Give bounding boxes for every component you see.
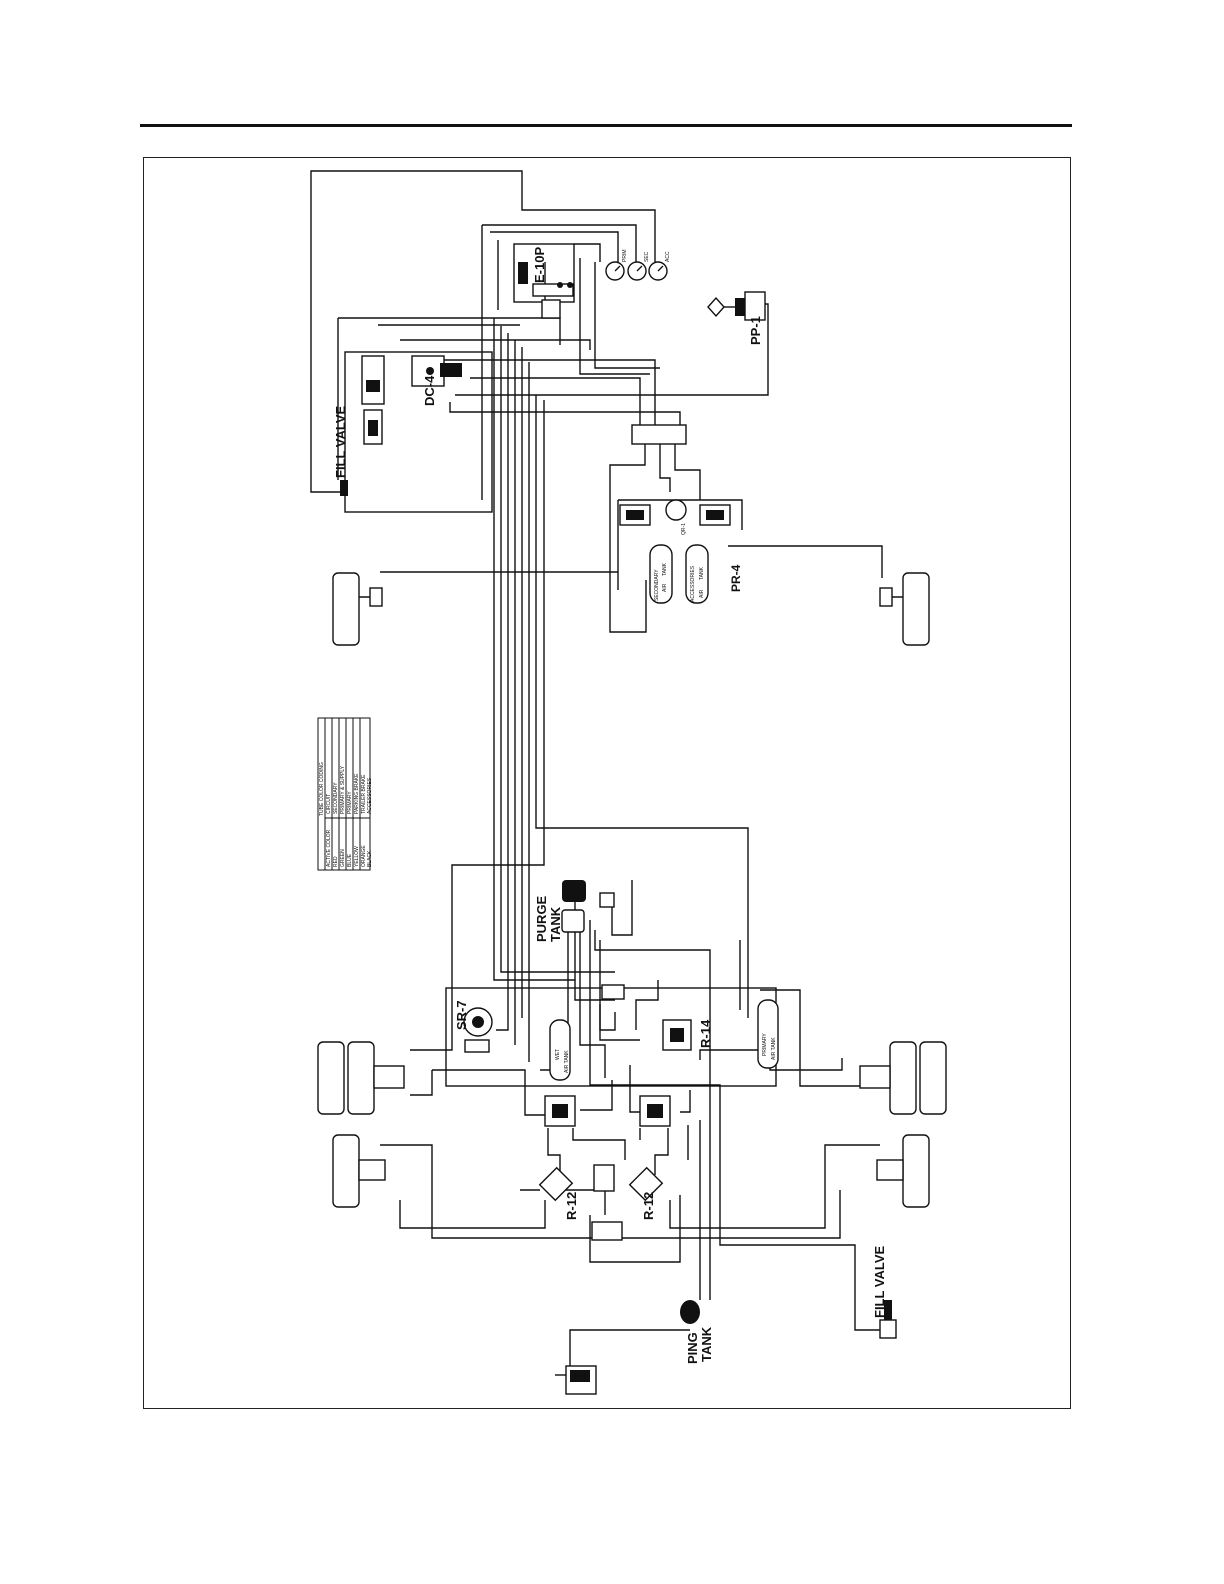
rear-left-outer-wheel xyxy=(317,1041,345,1115)
secondary-tank-label-2: AIR xyxy=(662,583,668,592)
pp1-label: PP-1 xyxy=(748,316,763,345)
diagram-frame xyxy=(143,157,1071,1409)
top-rule xyxy=(140,124,1072,127)
legend-row-3-circuit: PRIMARY xyxy=(347,791,353,814)
e10p-valve xyxy=(518,262,574,319)
accessories-tank-label-1: ACCESSORIES xyxy=(690,565,696,602)
e10p-label: E-10P xyxy=(532,247,547,283)
air-compressor xyxy=(555,1365,597,1395)
sr7-label: SR-7 xyxy=(454,1000,469,1030)
primary-tank-label-2: AIR TANK xyxy=(771,1037,777,1060)
wet-tank-label-2: AIR TANK xyxy=(564,1050,570,1073)
tube-color-legend: TUBE COLOR CODING ACTIVE COLOR CIRCUIT R… xyxy=(317,717,373,871)
legend-row-3-color: BLUE xyxy=(347,853,353,867)
legend-header-color: ACTIVE COLOR xyxy=(326,829,332,867)
wet-air-tank xyxy=(549,1019,571,1081)
wheels xyxy=(317,572,947,1208)
legend-row-4-color: YELLOW xyxy=(354,846,360,867)
accessories-tank-label-3: TANK xyxy=(699,566,705,580)
legend-row-6-circuit: ACCESSORIES xyxy=(367,777,373,814)
legend-row-2-color: GREEN xyxy=(340,849,346,867)
legend-row-6-color: BLACK xyxy=(367,850,373,867)
legend-header-circuit: CIRCUIT xyxy=(326,794,332,814)
secondary-air-tank xyxy=(649,544,673,604)
legend-row-1-color: RED xyxy=(333,856,339,867)
r12-right-label: R-12 xyxy=(641,1192,656,1220)
purge-tank xyxy=(561,880,615,933)
ping-tank xyxy=(680,1300,700,1324)
r14-label: R-14 xyxy=(698,1019,713,1048)
legend-row-5-color: ORANGE xyxy=(361,845,367,867)
tag-left-wheel xyxy=(332,1134,360,1208)
front-left-wheel xyxy=(332,572,360,646)
pp1-valve xyxy=(707,291,766,321)
qr1-label: QR-1 xyxy=(681,523,687,535)
tag-right-wheel xyxy=(902,1134,930,1208)
dc4-valve xyxy=(361,355,462,445)
sr7-valve xyxy=(463,1007,493,1053)
rear-left-inner-wheel xyxy=(347,1041,375,1115)
gauge-sec-label: SEC xyxy=(644,251,650,262)
purge-tank-label-1: PURGE xyxy=(534,895,549,942)
r12-left-label: R-12 xyxy=(564,1192,579,1220)
gauge-prim-label: PRIM xyxy=(622,250,628,263)
wet-tank-label-1: WET xyxy=(555,1049,561,1060)
ping-tank-label-1: PING xyxy=(685,1332,700,1364)
accessories-air-tank xyxy=(685,544,709,604)
secondary-tank-label-3: TANK xyxy=(662,562,668,576)
fill-valve-rear-label: FILL VALVE xyxy=(872,1245,887,1318)
front-axle-valves xyxy=(619,424,731,526)
accessories-tank-label-2: AIR xyxy=(699,589,705,598)
r14-valve xyxy=(601,984,692,1051)
secondary-tank-label-1: SECONDARY xyxy=(654,569,660,601)
legend-row-1-circuit: SECONDARY xyxy=(333,782,339,814)
pr4-label: PR-4 xyxy=(729,564,743,592)
r12-valves xyxy=(538,1164,664,1241)
dc4-label: DC-4 xyxy=(422,375,437,406)
ping-tank-label-2: TANK xyxy=(699,1326,714,1362)
purge-tank-label-2: TANK xyxy=(548,906,563,942)
legend-title: TUBE COLOR CODING xyxy=(319,762,325,816)
rear-right-inner-wheel xyxy=(889,1041,917,1115)
gauge-acc-label: ACC xyxy=(665,251,671,262)
primary-air-tank xyxy=(757,999,779,1069)
rear-fill-valve xyxy=(879,1300,897,1339)
front-fill-valve xyxy=(340,480,348,496)
rear-brake-relays xyxy=(544,1095,671,1127)
front-right-wheel xyxy=(902,572,930,646)
legend-row-4-circuit: PARKING BRAKE xyxy=(354,773,360,814)
legend-row-5-circuit: TRAILER BRAKE xyxy=(361,774,367,814)
legend-row-2-circuit: PRIMARY & SUPPLY xyxy=(340,765,346,814)
rear-right-outer-wheel xyxy=(919,1041,947,1115)
fill-valve-front-label: FILL VALVE xyxy=(333,405,348,478)
pressure-gauges xyxy=(605,261,668,281)
primary-tank-label-1: PRIMARY xyxy=(762,1033,768,1056)
